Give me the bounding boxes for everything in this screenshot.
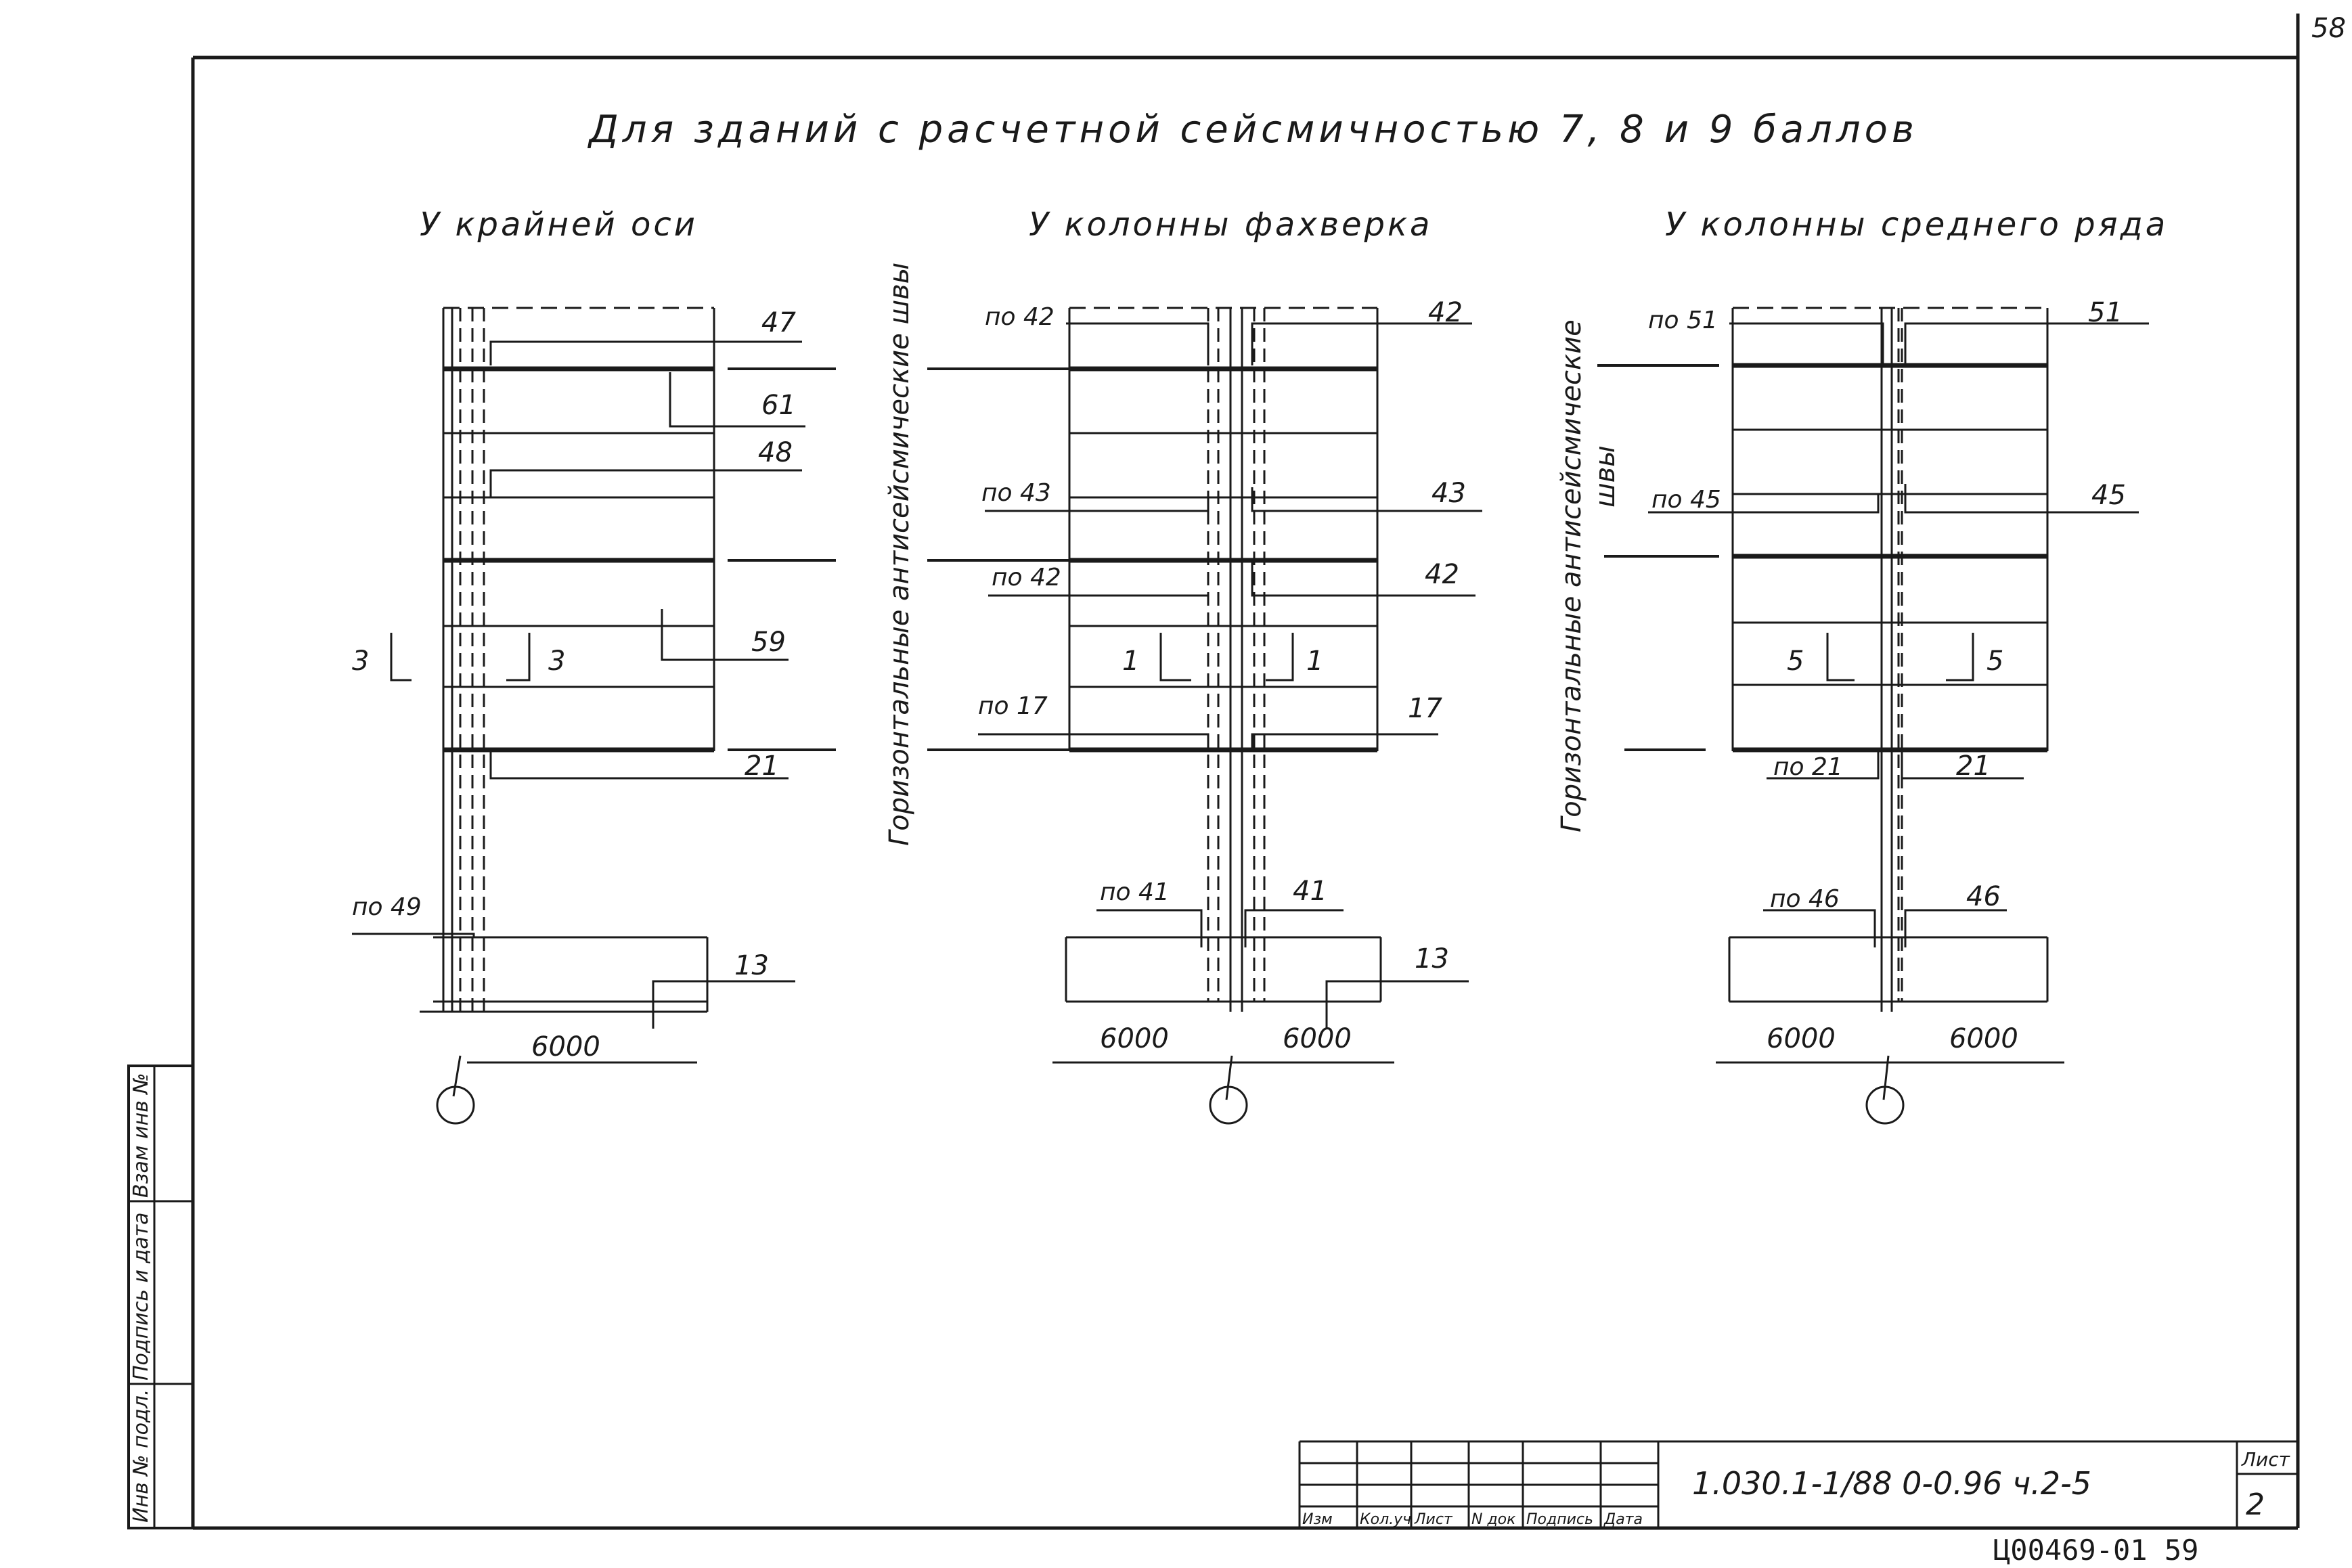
panel-b-section-right: 1 [1306, 646, 1323, 677]
side-stamp-inv: Инв № подл. [129, 1389, 153, 1523]
caption-panel-b: У колонны фахверка [1029, 206, 1432, 244]
panel-a-section-left: 3 [352, 646, 369, 677]
panel-b-right-42: 42 [1425, 559, 1459, 590]
title-block-col-podpis: Подпись [1526, 1511, 1593, 1528]
panel-c-left-po45: по 45 [1651, 486, 1721, 514]
side-stamp: Инв № подл. Подпись и дата Взам инв № [127, 1065, 194, 1529]
panel-c-right-51: 51 [2088, 297, 2123, 328]
title-block-col-list: Лист [1414, 1511, 1453, 1528]
title-block-col-ndok: N док [1471, 1511, 1516, 1528]
panel-b-left-po43: по 43 [981, 479, 1051, 507]
panel-c-left-po46: по 46 [1770, 885, 1840, 913]
panel-c-right-45: 45 [2091, 480, 2126, 511]
panel-a-scheme: 47 61 48 59 21 по 49 13 3 3 6000 [352, 307, 805, 1125]
panel-b-left-po41: по 41 [1100, 878, 1170, 906]
panel-b-section-left: 1 [1122, 646, 1139, 677]
panel-b-right-43: 43 [1432, 478, 1466, 509]
panel-c-left-po51: по 51 [1648, 307, 1718, 334]
caption-panel-c: У колонны среднего ряда [1665, 206, 2168, 244]
panel-b-left-po17: по 17 [978, 692, 1048, 720]
panel-b-right-42-top: 42 [1428, 297, 1463, 328]
panel-c-left-po21: по 21 [1773, 753, 1843, 781]
panel-a-label-47: 47 [761, 307, 796, 338]
panel-a-section-right: 3 [548, 646, 565, 677]
panel-c-right-46: 46 [1966, 881, 2001, 912]
seams-note-left: Горизонтальные антисейсмические швы [884, 263, 915, 846]
panel-a-dimension: 6000 [531, 1031, 600, 1062]
panel-b-left-po42: по 42 [992, 564, 1061, 591]
seams-note-right-1: Горизонтальные антисейсмические [1556, 319, 1587, 832]
title-block-col-izm: Изм [1302, 1511, 1333, 1528]
panel-b-right-41: 41 [1293, 876, 1327, 907]
seams-note-right-2: швы [1590, 445, 1621, 508]
side-stamp-sign: Подпись и дата [129, 1213, 153, 1381]
panel-a-label-21: 21 [745, 751, 779, 782]
caption-panel-a: У крайней оси [420, 206, 698, 244]
panel-a-label-13: 13 [734, 950, 769, 981]
panel-a-label-po49: по 49 [352, 893, 422, 921]
title-block: Изм Кол.уч Лист N док Подпись Дата 1.030… [1298, 1440, 2298, 1528]
panel-a-label-59: 59 [751, 627, 786, 658]
side-stamp-replace: Взам инв № [129, 1073, 153, 1198]
panel-b-scheme: по 42 по 43 по 42 по 17 по 41 42 43 42 1… [978, 297, 1482, 1125]
sheet-number: 2 [2246, 1487, 2265, 1522]
corner-number: 58 [2311, 13, 2346, 44]
panel-c-right-21: 21 [1956, 751, 1991, 782]
panel-b-dimension-left: 6000 [1100, 1023, 1169, 1054]
panel-c-section-left: 5 [1787, 646, 1804, 677]
panel-c-section-right: 5 [1987, 646, 2003, 677]
panel-c-dimension-left: 6000 [1767, 1023, 1836, 1054]
panel-b-left-po42-top: по 42 [985, 303, 1055, 331]
panel-a-label-48: 48 [758, 437, 793, 468]
seam-markers [728, 364, 1719, 751]
title-block-col-data: Дата [1603, 1511, 1643, 1528]
panel-b-right-17: 17 [1408, 693, 1442, 724]
panel-b-right-13: 13 [1415, 943, 1449, 975]
panel-c-dimension-right: 6000 [1949, 1023, 2018, 1054]
panel-b-dimension-right: 6000 [1283, 1023, 1352, 1054]
panel-a-label-61: 61 [761, 390, 796, 421]
title-block-col-kolich: Кол.уч [1360, 1511, 1411, 1528]
sheet-label: Лист [2241, 1448, 2290, 1471]
archive-number: Ц00469-01 59 [1993, 1533, 2198, 1567]
doc-code: 1.030.1-1/88 0-0.96 ч.2-5 [1692, 1465, 2091, 1502]
page-title: Для зданий с расчетной сейсмичностью 7, … [587, 108, 1918, 152]
panel-c-scheme: по 51 по 45 по 21 по 46 51 45 21 46 5 5 … [1648, 297, 2149, 1125]
